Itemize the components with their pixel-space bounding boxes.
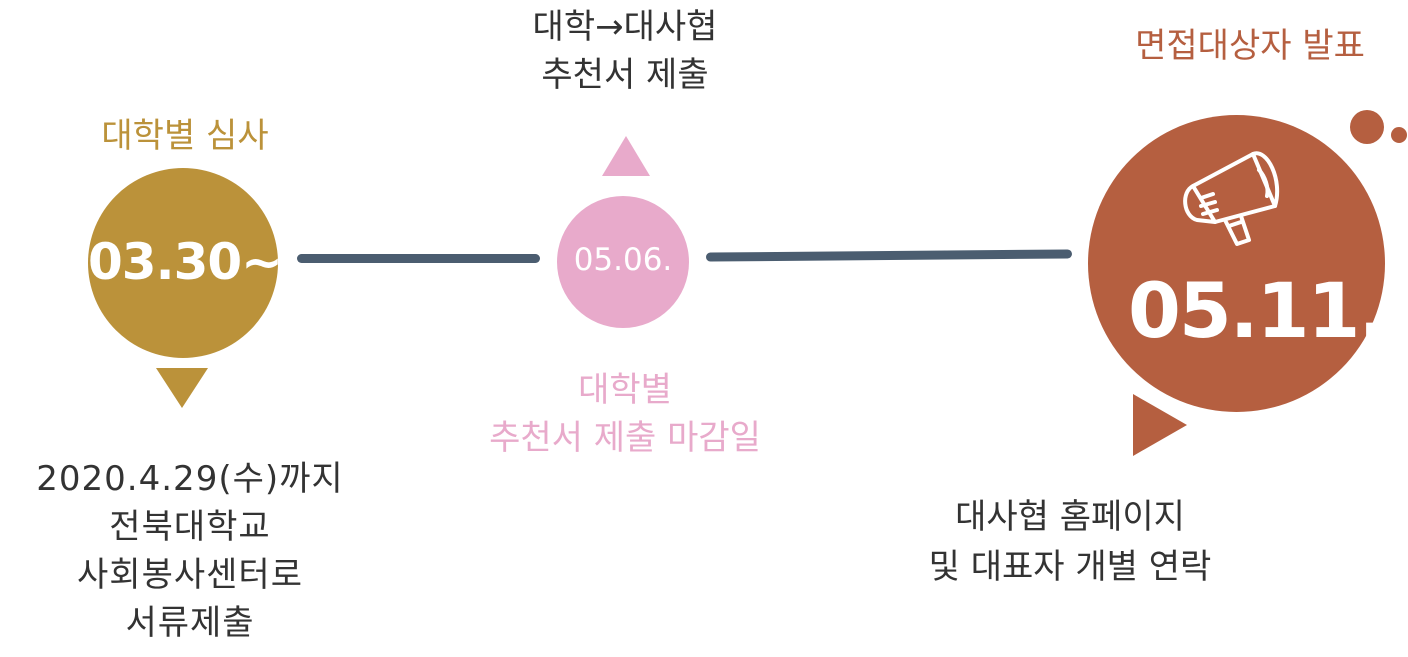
step2-up-arrow-icon bbox=[602, 136, 650, 176]
step3-top-label: 면접대상자 발표 bbox=[1135, 26, 1365, 66]
step2-circle bbox=[557, 196, 689, 328]
step3-date: 05.11. bbox=[1128, 266, 1387, 355]
step1-date: 03.30~ bbox=[88, 233, 283, 291]
connector-line-1 bbox=[297, 254, 540, 263]
step2-top-line: 대학→대사협 bbox=[532, 7, 718, 47]
megaphone-icon bbox=[1175, 136, 1305, 248]
step1-bottom-text: 2020.4.29(수)까지 전북대학교 사회봉사센터로 서류제출 bbox=[0, 455, 380, 647]
step1-down-arrow-icon bbox=[156, 368, 208, 408]
step1-bottom-line: 사회봉사센터로 bbox=[77, 555, 303, 595]
step1-bottom-line: 서류제출 bbox=[125, 603, 255, 643]
step2-bottom-text: 대학별 추천서 제출 마감일 bbox=[440, 366, 810, 462]
step1-bottom-line: 2020.4.29(수)까지 bbox=[36, 459, 344, 499]
step3-bottom-text: 대사협 홈페이지 및 대표자 개별 연락 bbox=[870, 492, 1270, 592]
decor-dot-small bbox=[1391, 127, 1407, 143]
decor-dot-large bbox=[1350, 110, 1384, 144]
step3-bottom-line: 및 대표자 개별 연락 bbox=[928, 547, 1212, 587]
step1-top-label: 대학별 심사 bbox=[101, 116, 269, 156]
step1-bottom-line: 전북대학교 bbox=[109, 507, 271, 547]
step3-right-arrow-icon bbox=[1133, 394, 1187, 456]
step2-bottom-line: 대학별 bbox=[578, 370, 672, 410]
step2-bottom-line: 추천서 제출 마감일 bbox=[489, 418, 761, 458]
step3-bottom-line: 대사협 홈페이지 bbox=[955, 497, 1185, 537]
step2-top-line: 추천서 제출 bbox=[541, 55, 709, 95]
step2-top-text: 대학→대사협 추천서 제출 bbox=[480, 3, 770, 99]
step2-date: 05.06. bbox=[573, 242, 673, 278]
connector-line-2 bbox=[705, 249, 1073, 262]
step1-circle bbox=[88, 168, 278, 358]
